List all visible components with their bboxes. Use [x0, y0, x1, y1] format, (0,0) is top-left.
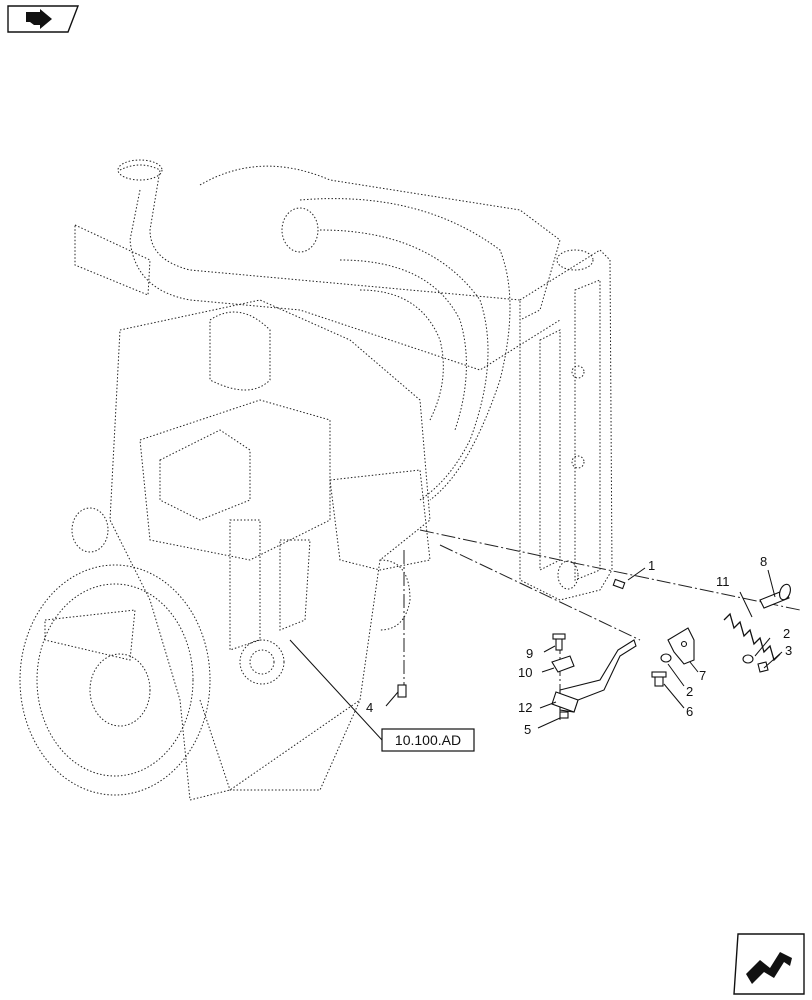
callout-2: 2 — [686, 684, 693, 699]
callout-12: 12 — [518, 700, 532, 715]
callout-11: 11 — [716, 574, 730, 589]
part-1-pin — [612, 578, 626, 590]
callout-5: 5 — [524, 722, 531, 737]
callout-10: 10 — [518, 665, 532, 680]
part-9-screw — [552, 633, 566, 651]
part-12-lever — [551, 639, 637, 713]
callout-8: 8 — [760, 554, 767, 569]
part-3-nut — [757, 661, 769, 673]
part-5-nut — [559, 711, 569, 719]
callouts: 1 2 2 3 4 5 6 7 8 9 10 11 12 — [366, 554, 792, 737]
engine-assembly-illustration — [19, 159, 613, 801]
part-2-washer — [660, 653, 672, 663]
callout-7: 7 — [699, 668, 706, 683]
callout-1: 1 — [648, 558, 655, 573]
part-8-bolt — [759, 583, 791, 609]
leader-lines — [289, 567, 783, 741]
part-2-washer-right — [742, 654, 754, 664]
previous-page-arrow-icon[interactable] — [7, 5, 80, 33]
callout-3: 3 — [785, 643, 792, 658]
part-10-clip — [551, 655, 575, 673]
callout-6: 6 — [686, 704, 693, 719]
callout-2-right: 2 — [783, 626, 790, 641]
part-4-screw — [397, 684, 407, 698]
parts — [397, 578, 791, 719]
callout-4: 4 — [366, 700, 373, 715]
part-6-bolt — [651, 671, 667, 687]
next-page-arrow-icon[interactable] — [733, 933, 805, 995]
part-11-spring — [723, 612, 781, 662]
reference-box[interactable]: 10.100.AD — [381, 728, 475, 752]
reference-label: 10.100.AD — [395, 732, 461, 748]
part-7-bracket — [667, 627, 695, 665]
callout-9: 9 — [526, 646, 533, 661]
